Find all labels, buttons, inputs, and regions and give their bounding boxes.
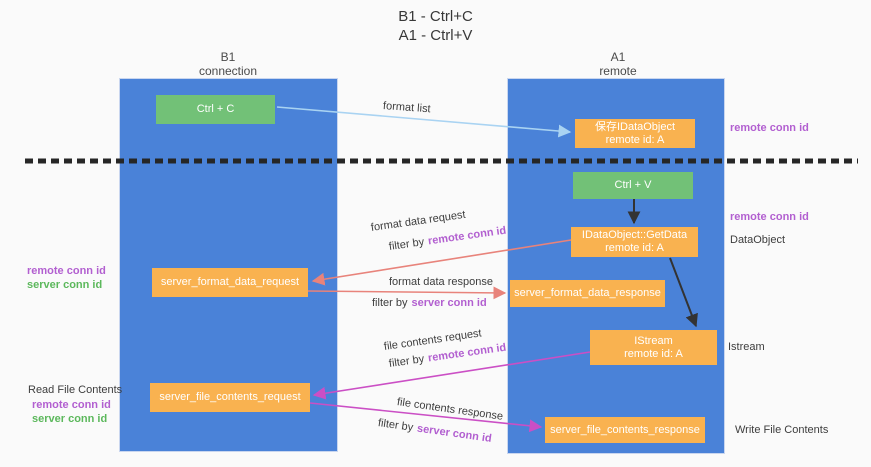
ctrl-v-node: Ctrl + V bbox=[573, 172, 693, 199]
remote-conn-id-label-top: remote conn id bbox=[730, 122, 809, 134]
save-dataobject-line1: 保存IDataObject bbox=[594, 120, 676, 133]
server-format-data-request-node: server_format_data_request bbox=[152, 268, 308, 297]
write-file-contents-label: Write File Contents bbox=[735, 424, 829, 436]
remote-conn-id-label-left: remote conn id bbox=[27, 265, 106, 277]
getdata-line1: IDataObject::GetData bbox=[581, 229, 688, 241]
remote-conn-id-label-left-bottom: remote conn id bbox=[32, 399, 111, 411]
left-column-role: connection bbox=[198, 64, 258, 78]
save-dataobject-node: 保存IDataObject remote id: A bbox=[575, 119, 695, 148]
istream-line2: remote id: A bbox=[624, 347, 683, 360]
read-file-contents-label: Read File Contents bbox=[28, 384, 123, 396]
server-conn-id-label-left: server conn id bbox=[27, 279, 103, 291]
getdata-node: IDataObject::GetData remote id: A bbox=[571, 227, 698, 257]
server-format-data-request-label: server_format_data_request bbox=[160, 276, 300, 288]
istream-node: IStream remote id: A bbox=[590, 330, 717, 365]
getdata-line2: remote id: A bbox=[605, 242, 664, 254]
format-data-request-arrow bbox=[311, 239, 572, 286]
server-format-data-response-node: server_format_data_response bbox=[510, 280, 665, 307]
istream-side-label: Istream bbox=[728, 341, 765, 353]
server-format-data-response-label: server_format_data_response bbox=[514, 287, 661, 299]
server-file-contents-response-label: server_file_contents_response bbox=[550, 423, 700, 436]
filter-by-text: filter by bbox=[372, 297, 408, 309]
format-data-response-arrow bbox=[307, 286, 507, 300]
file-contents-response-arrow bbox=[309, 402, 543, 433]
remote-conn-id-label-mid: remote conn id bbox=[730, 211, 809, 223]
format-data-response-label: format data response bbox=[389, 276, 493, 288]
format-list-arrow bbox=[276, 106, 572, 138]
title-line-1: B1 - Ctrl+C bbox=[398, 8, 473, 25]
right-column-role: remote bbox=[599, 64, 637, 78]
ctrl-v-label: Ctrl + V bbox=[614, 179, 652, 191]
server-file-contents-response-node: server_file_contents_response bbox=[545, 417, 705, 443]
server-conn-id-text: server conn id bbox=[411, 297, 487, 309]
title-line-2: A1 - Ctrl+V bbox=[398, 27, 473, 44]
left-column-header: B1 connection bbox=[168, 50, 288, 78]
right-column-header: A1 remote bbox=[558, 50, 678, 78]
ctrl-c-node: Ctrl + C bbox=[156, 95, 275, 124]
server-conn-id-label-left-bottom: server conn id bbox=[32, 413, 108, 425]
getdata-to-istream-arrow bbox=[669, 257, 698, 328]
file-contents-request-arrow bbox=[312, 351, 591, 400]
server-file-contents-request-node: server_file_contents_request bbox=[150, 383, 310, 412]
left-column-name: B1 bbox=[220, 50, 236, 64]
dataobject-label: DataObject bbox=[730, 234, 786, 246]
server-file-contents-request-label: server_file_contents_request bbox=[159, 391, 301, 403]
diagram-title: B1 - Ctrl+C A1 - Ctrl+V bbox=[0, 7, 871, 45]
istream-line1: IStream bbox=[634, 334, 673, 347]
save-dataobject-line2: remote id: A bbox=[605, 133, 665, 146]
ctrl-c-label: Ctrl + C bbox=[196, 103, 235, 115]
right-column-name: A1 bbox=[610, 50, 626, 64]
